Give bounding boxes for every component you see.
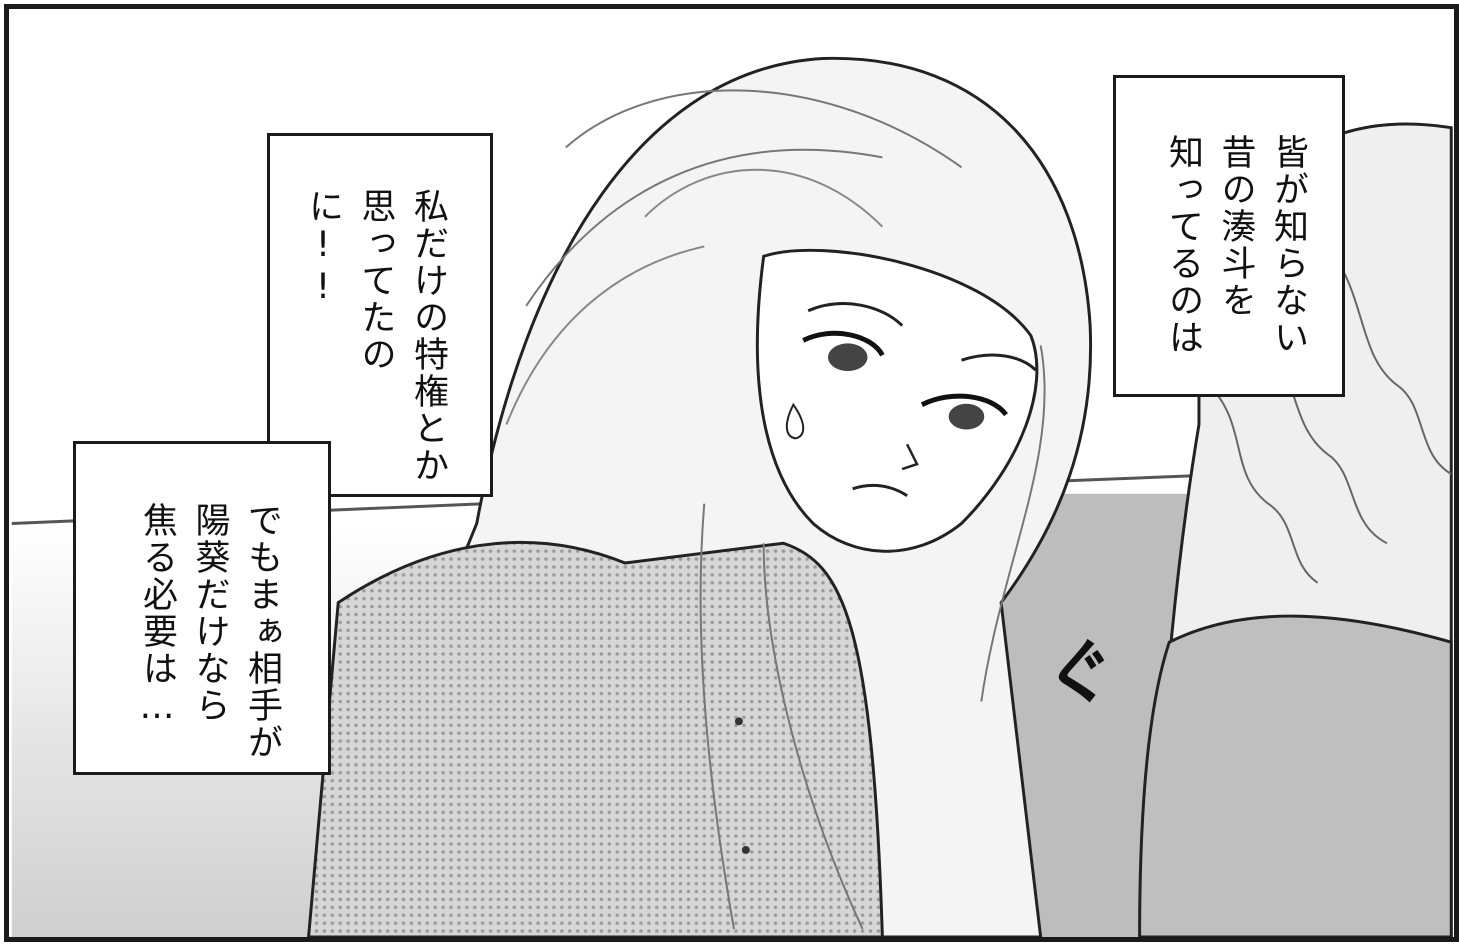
caption-line: 皆が知らない xyxy=(1268,134,1308,356)
manga-panel: ぐ 皆が知らない 昔の湊斗を 知ってるのは 私だけの特権とか 思ってたのに!! … xyxy=(4,4,1459,942)
caption-line: 焦る必要は… xyxy=(137,502,177,729)
caption-line: 私だけの特権とか xyxy=(408,188,448,484)
caption-line: 陽葵だけなら xyxy=(189,502,230,724)
caption-line: 思ってたのに!! xyxy=(303,188,396,373)
caption-box-middle: 私だけの特権とか 思ってたのに!! xyxy=(267,133,493,497)
caption-line: 知ってるのは xyxy=(1163,134,1203,356)
caption-line: でもまぁ相手が xyxy=(242,502,282,761)
caption-line: 昔の湊斗を xyxy=(1215,134,1256,319)
caption-box-right: 皆が知らない 昔の湊斗を 知ってるのは xyxy=(1113,75,1345,397)
caption-box-left: でもまぁ相手が 陽葵だけなら 焦る必要は… xyxy=(73,441,331,775)
long-haired-woman xyxy=(306,56,1093,937)
panel-artwork xyxy=(11,56,1453,937)
